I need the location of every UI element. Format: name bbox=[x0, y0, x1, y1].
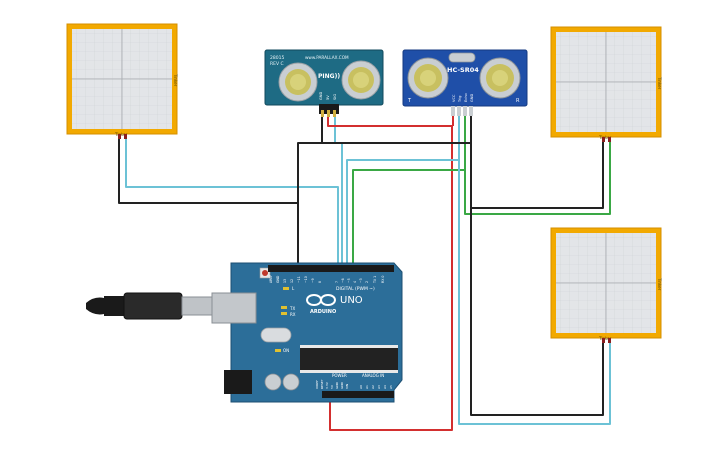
wire-black[interactable] bbox=[470, 142, 604, 209]
pin-label: ~6 bbox=[341, 278, 345, 283]
force-sensor-side-label: Tinker bbox=[657, 277, 662, 291]
wire-black[interactable] bbox=[297, 117, 323, 203]
capacitor bbox=[282, 373, 300, 391]
power-label: POWER bbox=[332, 373, 347, 378]
hc-sr04-pin-gnd: GND bbox=[470, 94, 474, 102]
ping-name-label: PING)) bbox=[318, 73, 340, 80]
digital-header bbox=[268, 265, 394, 272]
microcontroller-chip bbox=[300, 345, 398, 373]
wire-black[interactable] bbox=[470, 208, 604, 416]
usb-cable[interactable] bbox=[86, 292, 213, 320]
pin-label: ~9 bbox=[311, 278, 315, 283]
pin-label: 2 bbox=[365, 281, 369, 283]
crystal bbox=[260, 327, 292, 343]
led-label-l: L bbox=[292, 286, 295, 291]
force-sensor-top-left[interactable]: Tinker Tinker bbox=[66, 23, 178, 139]
pin-label: ~11 bbox=[297, 276, 301, 283]
pin-label: AREF bbox=[269, 275, 273, 283]
hc-sr04-pin-vcc: VCC bbox=[452, 94, 456, 102]
force-sensor-side-label: Tinker bbox=[657, 76, 662, 90]
wire-cyan[interactable] bbox=[125, 139, 339, 266]
pin-label: A3 bbox=[377, 385, 381, 389]
pin-label: 5V bbox=[330, 384, 334, 389]
analog-header bbox=[354, 391, 394, 398]
pin-label: 13 bbox=[283, 279, 287, 283]
pin-label: 4 bbox=[353, 281, 357, 283]
pin-label: 3.3V bbox=[325, 381, 329, 389]
pin-label: A1 bbox=[365, 385, 369, 389]
pin-label: ~3 bbox=[359, 278, 363, 283]
wires bbox=[118, 116, 611, 431]
led-label-tx: TX bbox=[289, 306, 295, 311]
hc-sr04-corner-t: T bbox=[407, 98, 412, 104]
ping-pin-sig: SIG bbox=[333, 94, 337, 100]
capacitor bbox=[264, 373, 282, 391]
hc-sr04-corner-r: R bbox=[516, 98, 520, 104]
pin-label: GND bbox=[335, 381, 339, 389]
pin-label: 7 bbox=[335, 281, 339, 283]
pin-label: TX 1 bbox=[373, 276, 377, 284]
ping-transducer-left bbox=[278, 62, 318, 102]
wire-cyan[interactable] bbox=[346, 116, 460, 266]
pin-label: A0 bbox=[359, 385, 363, 389]
hc-sr04-ultrasonic-sensor[interactable]: HC-SR04 T R VCC Trig Echo GND bbox=[402, 49, 528, 116]
led-label-on: ON bbox=[283, 348, 289, 353]
wire-cyan[interactable] bbox=[458, 160, 611, 425]
arduino-brand: ARDUINO bbox=[310, 309, 336, 315]
usb-port bbox=[211, 292, 257, 324]
ping-site-label: www.PARALLAX.COM bbox=[305, 55, 349, 60]
digital-label: DIGITAL (PWM ~) bbox=[336, 286, 375, 292]
arduino-model: UNO bbox=[340, 295, 363, 306]
pin-label: ~5 bbox=[347, 278, 351, 283]
pin-label: RX 0 bbox=[381, 276, 385, 283]
wire-green[interactable] bbox=[464, 142, 611, 215]
wire-black[interactable] bbox=[298, 116, 472, 144]
pin-label: 8 bbox=[318, 281, 322, 283]
force-sensor-top-right[interactable]: Tinker Tinker bbox=[550, 26, 662, 142]
ping-pin-5v: 5V bbox=[326, 95, 330, 100]
force-sensor-bottom-right[interactable]: Tinker Tinker bbox=[550, 227, 662, 343]
pin-label: A2 bbox=[371, 385, 375, 389]
pin-label: VIN bbox=[345, 384, 349, 389]
pin-label: ~10 bbox=[304, 276, 308, 283]
ping-rev-label: REV C bbox=[270, 61, 284, 67]
led-label-rx: RX bbox=[290, 312, 296, 317]
hc-sr04-name-label: HC-SR04 bbox=[447, 66, 479, 74]
pin-label: A5 bbox=[389, 385, 393, 389]
arduino-uno-board[interactable]: DIGITAL (PWM ~) ARDUINO UNO L TX RX ON bbox=[211, 262, 403, 403]
ping-model-label: 28015 bbox=[270, 55, 284, 61]
analog-label: ANALOG IN bbox=[362, 373, 384, 378]
pin-label: GND bbox=[276, 275, 280, 283]
power-jack bbox=[224, 370, 252, 394]
pin-label: A4 bbox=[383, 385, 387, 389]
ping-transducer-right bbox=[341, 60, 381, 100]
ping-ultrasonic-sensor[interactable]: 28015 REV C www.PARALLAX.COM PING)) GND … bbox=[264, 49, 384, 117]
hc-sr04-transducer-left bbox=[407, 57, 449, 99]
pin-label: 12 bbox=[290, 279, 294, 283]
arduino-logo bbox=[306, 294, 336, 306]
force-sensor-side-label: Tinker bbox=[173, 73, 178, 87]
pin-label: IOREF bbox=[315, 380, 319, 389]
power-pin-labels: IOREF RESET 3.3V 5V GND GND VIN bbox=[315, 379, 349, 389]
analog-pin-labels: A0 A1 A2 A3 A4 A5 bbox=[359, 385, 393, 389]
ping-pin-gnd: GND bbox=[319, 92, 323, 100]
power-header bbox=[322, 391, 368, 398]
hc-sr04-transducer-right bbox=[479, 57, 521, 99]
pin-label: RESET bbox=[320, 379, 324, 389]
wire-green[interactable] bbox=[352, 116, 466, 266]
hc-sr04-pin-trig: Trig bbox=[458, 96, 462, 103]
wire-black[interactable] bbox=[118, 139, 299, 266]
digital-pin-labels: AREF GND 13 12 ~11 ~10 ~9 8 7 ~6 ~5 4 ~3… bbox=[269, 275, 385, 284]
wire-red[interactable] bbox=[327, 117, 453, 431]
hc-sr04-pin-echo: Echo bbox=[464, 93, 468, 102]
pin-label: GND bbox=[340, 381, 344, 389]
